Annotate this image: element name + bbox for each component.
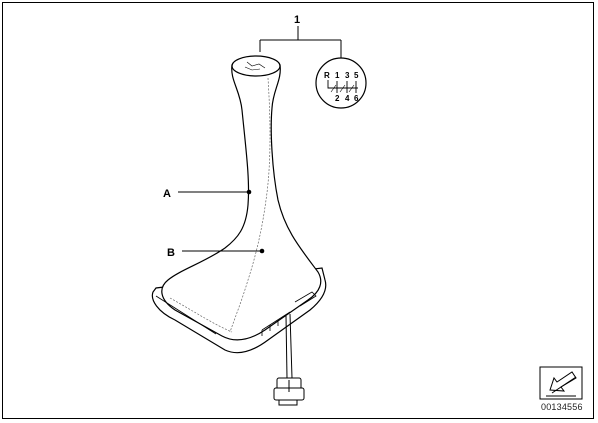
pattern-2: 2 [335, 94, 340, 103]
arrow-down-left-icon[interactable] [539, 366, 583, 400]
pattern-5: 5 [354, 71, 359, 80]
callout-1-label: 1 [294, 14, 300, 26]
label-a-leader [178, 189, 252, 195]
callout-1-leader [259, 26, 342, 58]
pattern-6: 6 [354, 94, 359, 103]
label-b-leader [182, 248, 265, 254]
boot-stitching [169, 77, 271, 333]
part-number: 00134556 [541, 402, 583, 412]
switch-connector [273, 313, 305, 406]
label-b: B [167, 247, 175, 259]
pattern-1: 1 [335, 71, 340, 80]
diagram-frame [2, 2, 594, 419]
shift-boot [151, 55, 327, 354]
pattern-3: 3 [345, 71, 350, 80]
base-rim [155, 291, 317, 336]
pattern-gate-lines [327, 80, 358, 93]
label-a: A [163, 188, 171, 200]
shift-pattern-detail: R 1 3 5 2 4 6 [315, 57, 367, 109]
pattern-4: 4 [345, 94, 350, 103]
pattern-r: R [324, 71, 330, 80]
knob-badge [244, 61, 266, 71]
